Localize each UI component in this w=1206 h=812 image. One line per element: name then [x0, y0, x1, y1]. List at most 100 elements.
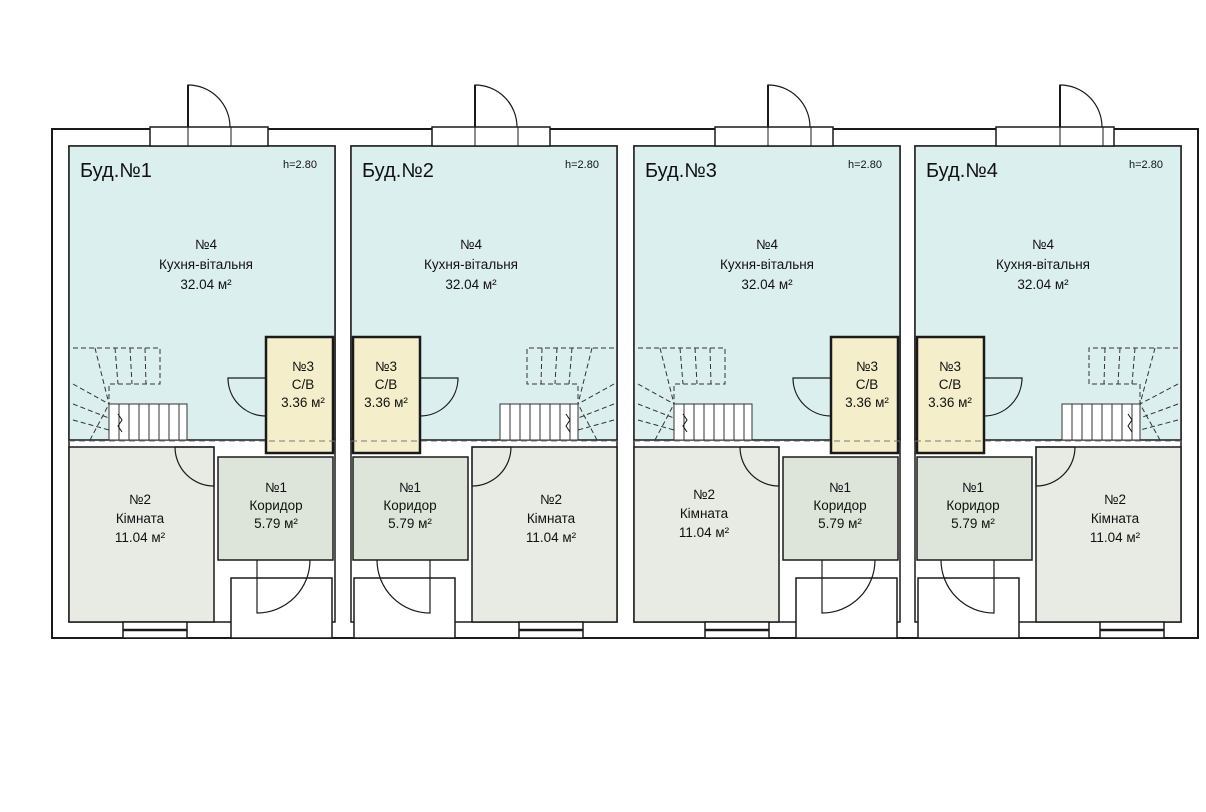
room-number: №3	[375, 359, 397, 374]
room-area: 32.04 м²	[445, 277, 497, 292]
room-area: 11.04 м²	[526, 530, 577, 545]
room-name: Кімната	[1091, 511, 1140, 526]
vestibule	[353, 577, 456, 639]
entrance-door-swing	[767, 84, 811, 128]
room-area: 11.04 м²	[679, 525, 730, 540]
room-bathroom	[829, 335, 900, 455]
building-4: Буд.№4 h=2.80 №4 Кухня-вітальня 32.04 м²…	[914, 84, 1182, 639]
bath-door-swing	[983, 377, 1023, 417]
room-name: С/В	[375, 377, 398, 392]
window-top	[995, 126, 1115, 147]
room-bathroom	[264, 335, 335, 455]
room-area: 11.04 м²	[1090, 530, 1141, 545]
entrance-door-swing	[474, 84, 518, 128]
bath-door-swing	[792, 377, 832, 417]
building-3: Буд.№3 h=2.80 №4 Кухня-вітальня 32.04 м²…	[633, 84, 901, 639]
room-area: 5.79 м²	[818, 516, 862, 531]
room-door-swing	[1035, 446, 1076, 487]
building-1: Буд.№1 h=2.80 №4 Кухня-вітальня 32.04 м²…	[68, 84, 336, 639]
room-area: 5.79 м²	[951, 516, 995, 531]
room-area: 3.36 м²	[364, 395, 408, 410]
room-name: Кімната	[116, 511, 165, 526]
room-bathroom	[351, 335, 422, 455]
room-label: №2 Кімната 11.04 м²	[679, 487, 730, 540]
room-area: 5.79 м²	[388, 516, 432, 531]
room-name: С/В	[292, 377, 315, 392]
room-area: 3.36 м²	[845, 395, 889, 410]
room-door-swing	[739, 446, 780, 487]
window-top	[431, 126, 551, 147]
bath-door-swing	[419, 377, 459, 417]
corridor-label: №1 Коридор 5.79 м²	[383, 480, 436, 531]
room-name: С/В	[856, 377, 879, 392]
bath-label: №3 С/В 3.36 м²	[845, 359, 889, 410]
room-label: №2 Кімната 11.04 м²	[526, 492, 577, 545]
room-area: 3.36 м²	[928, 395, 972, 410]
building-title: Буд.№2	[362, 160, 434, 182]
room-number: №3	[292, 359, 314, 374]
living-label: №4 Кухня-вітальня 32.04 м²	[159, 237, 253, 292]
corridor-label: №1 Коридор 5.79 м²	[946, 480, 999, 531]
room-number: №1	[962, 480, 984, 495]
staircase	[72, 347, 188, 441]
bath-label: №3 С/В 3.36 м²	[364, 359, 408, 410]
staircase	[1061, 347, 1179, 441]
room-number: №1	[265, 480, 287, 495]
living-label: №4 Кухня-вітальня 32.04 м²	[720, 237, 814, 292]
room-name: Кухня-вітальня	[996, 257, 1090, 272]
room-label: №2 Кімната 11.04 м²	[1090, 492, 1141, 545]
room-area: 32.04 м²	[741, 277, 793, 292]
corridor-label: №1 Коридор 5.79 м²	[249, 480, 302, 531]
vestibule-door-swing	[940, 559, 995, 614]
room-child	[68, 446, 215, 623]
room-number: №4	[756, 237, 778, 252]
room-number: №2	[129, 492, 151, 507]
room-corridor	[217, 456, 334, 561]
room-number: №4	[460, 237, 482, 252]
room-door-swing	[471, 446, 512, 487]
ceiling-height: h=2.80	[848, 159, 882, 171]
room-area: 5.79 м²	[254, 516, 298, 531]
room-door-swing	[174, 446, 215, 487]
vestibule-door-swing	[256, 559, 311, 614]
entrance-door-swing	[187, 84, 231, 128]
room-number: №4	[1032, 237, 1054, 252]
building-title: Буд.№1	[80, 160, 152, 182]
room-name: С/В	[939, 377, 962, 392]
living-label: №4 Кухня-вітальня 32.04 м²	[424, 237, 518, 292]
entrance-door-swing	[1059, 84, 1103, 128]
room-area: 32.04 м²	[180, 277, 232, 292]
bath-label: №3 С/В 3.36 м²	[928, 359, 972, 410]
vestibule-door-swing	[376, 559, 431, 614]
room-child	[633, 446, 780, 623]
room-number: №2	[1104, 492, 1126, 507]
room-name: Кімната	[527, 511, 576, 526]
room-name: Коридор	[946, 498, 999, 513]
room-number: №3	[856, 359, 878, 374]
room-bathroom	[915, 335, 986, 455]
staircase	[499, 347, 615, 441]
window-top	[714, 126, 834, 147]
corridor-label: №1 Коридор 5.79 м²	[813, 480, 866, 531]
room-name: Кімната	[680, 506, 729, 521]
room-number: №1	[829, 480, 851, 495]
room-name: Коридор	[249, 498, 302, 513]
bath-door-swing	[227, 377, 267, 417]
room-area: 32.04 м²	[1017, 277, 1069, 292]
vestibule-door-swing	[821, 559, 876, 614]
room-name: Коридор	[813, 498, 866, 513]
living-label: №4 Кухня-вітальня 32.04 м²	[996, 237, 1090, 292]
room-corridor	[352, 456, 469, 561]
staircase	[637, 347, 753, 441]
room-name: Кухня-вітальня	[720, 257, 814, 272]
room-number: №2	[540, 492, 562, 507]
vestibule	[230, 577, 333, 639]
bath-label: №3 С/В 3.36 м²	[281, 359, 325, 410]
room-name: Коридор	[383, 498, 436, 513]
room-corridor	[782, 456, 899, 561]
room-number: №3	[939, 359, 961, 374]
window-top	[149, 126, 269, 147]
vestibule	[795, 577, 898, 639]
room-child	[471, 446, 618, 623]
